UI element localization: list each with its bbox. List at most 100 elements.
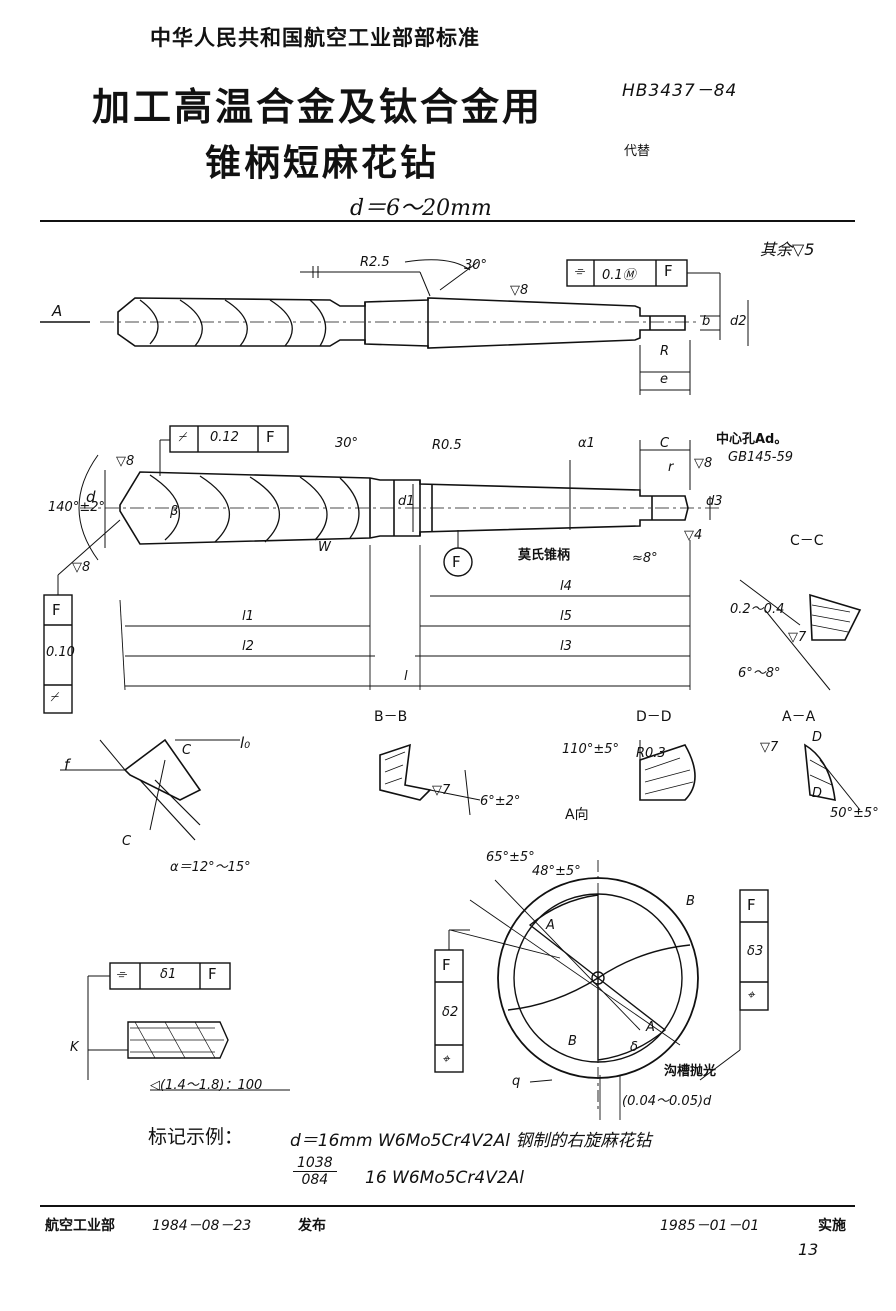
footer-issue-date: 1984－08－23 [152, 1218, 252, 1234]
cc-angle: 6°～8° [738, 666, 781, 681]
section-dd [639, 740, 696, 801]
finish-4: ▽4 [684, 528, 703, 543]
finish-8-a: ▽8 [116, 454, 135, 469]
aa-d-top: D [812, 730, 823, 745]
end-q: q [512, 1074, 521, 1089]
end-b1: B [686, 894, 695, 909]
tip-l0: l₀ [240, 734, 251, 752]
section-bb [379, 743, 481, 816]
tip-detail [60, 738, 240, 841]
cc-range: 0.2～0.4 [730, 602, 785, 617]
end-a2: A [646, 1020, 655, 1035]
marking-line2: 16 W6Mo5Cr4V2Al [365, 1168, 525, 1188]
page-number: 13 [798, 1240, 819, 1259]
fraction-denominator: 084 [301, 1172, 329, 1188]
tol-vert-symbol: ⌿ [50, 690, 58, 705]
aa-d-bottom: D [812, 786, 823, 801]
view-a-label: A [52, 302, 63, 320]
center-hole-standard: GB145-59 [728, 450, 794, 465]
morse-taper-label: 莫氏锥柄 [518, 548, 571, 563]
section-cc [739, 579, 862, 691]
footer-issued-label: 发布 [298, 1218, 326, 1234]
header-rule [40, 220, 855, 222]
dim-r: R [660, 344, 670, 359]
end-b2: B [568, 1034, 577, 1049]
radius-r05: R0.5 [432, 438, 462, 453]
tol-top-symbol: ⌯ [574, 264, 585, 279]
section-aa-title: A－A [782, 709, 816, 725]
size-range: d＝6～20mm [350, 196, 492, 221]
tol-mid-datum: F [266, 428, 275, 446]
other-finish-note: 其余▽5 [760, 240, 815, 259]
tol-mid-value: 0.12 [210, 430, 239, 445]
tol-d3-value: δ3 [747, 944, 764, 959]
fraction-numerator: 1038 [293, 1155, 337, 1172]
dim-l2: l2 [242, 639, 254, 654]
dim-w: W [318, 540, 331, 555]
tip-c2: C [122, 834, 132, 849]
finish-8-b: ▽8 [72, 560, 91, 575]
end-delta: δ [630, 1040, 638, 1055]
aa-angle: 50°±5° [830, 806, 879, 821]
dim-l3: l3 [560, 639, 572, 654]
dim-r-small: r [668, 460, 674, 475]
view-direction-a: A向 [565, 807, 589, 823]
section-aa [804, 743, 861, 811]
dim-l1: l1 [242, 609, 254, 624]
k-detail [87, 962, 290, 1091]
center-hole-note: 中心孔Ad。 [716, 432, 788, 447]
tol-d3-datum: F [747, 896, 756, 914]
dim-beta: β [170, 504, 179, 519]
tol-vert-value: 0.10 [46, 645, 75, 660]
bb-angle: 6°±2° [480, 794, 521, 809]
dim-d: d [86, 488, 96, 506]
taper-note: ◁(1.4～1.8)：100 [150, 1078, 263, 1093]
finish-8-top: ▽8 [510, 283, 529, 298]
finish-8-c: ▽8 [694, 456, 713, 471]
replaces-label: 代替 [624, 144, 651, 159]
tol-vert-datum: F [52, 601, 61, 619]
angle-30-mid: 30° [335, 436, 359, 451]
tip-f: f [64, 756, 70, 774]
tol-d2-value: δ2 [442, 1005, 459, 1020]
angle-30-top: 30° [464, 258, 488, 273]
standard-title-line2: 锥柄短麻花钻 [205, 143, 440, 184]
footer-implemented-label: 实施 [818, 1218, 846, 1234]
section-cc-title: C－C [790, 533, 824, 549]
radius-r25: R2.5 [360, 255, 390, 270]
tip-c: C [182, 743, 192, 758]
tol-k-symbol: ⌯ [116, 967, 127, 982]
marking-label: 标记示例： [148, 1126, 244, 1148]
dim-d1: d1 [398, 494, 415, 509]
tip-alpha: α＝12°～15° [170, 860, 251, 875]
flute-polish-note: 沟槽抛光 [664, 1064, 717, 1079]
dd-radius: R0.3 [636, 746, 666, 761]
dim-l: l [404, 669, 408, 684]
top-drill-view [40, 259, 749, 395]
end-a1: A [546, 918, 555, 933]
tol-d2-symbol: ⌖ [442, 1052, 450, 1067]
dd-angle: 110°±5° [562, 742, 619, 757]
dim-e: e [660, 372, 668, 387]
tol-d3-symbol: ⌖ [747, 988, 755, 1003]
dim-d3: d3 [706, 494, 723, 509]
tol-k-datum: F [208, 965, 217, 983]
alpha1-label: α1 [578, 436, 595, 451]
tol-top-value: 0.1Ⓜ [602, 268, 636, 283]
angle-48: 48°±5° [532, 864, 581, 879]
end-view-a [434, 860, 769, 1120]
main-drill-view [43, 425, 720, 714]
tol-k-value: δ1 [160, 967, 177, 982]
issuing-authority: 中华人民共和国航空工业部部标准 [150, 26, 480, 50]
dim-d2: d2 [730, 314, 747, 329]
k-label: K [70, 1040, 79, 1055]
tol-mid-symbol: ⌿ [178, 430, 186, 445]
cc-finish: ▽7 [788, 630, 807, 645]
marking-line1: d＝16mm W6Mo5Cr4V2Al 钢制的右旋麻花钻 [290, 1131, 652, 1151]
flute-tolerance: (0.04～0.05)d [622, 1094, 712, 1109]
approx-8: ≈8° [632, 551, 658, 566]
section-dd-title: D－D [636, 709, 672, 725]
aa-finish: ▽7 [760, 740, 779, 755]
section-bb-title: B－B [374, 709, 408, 725]
